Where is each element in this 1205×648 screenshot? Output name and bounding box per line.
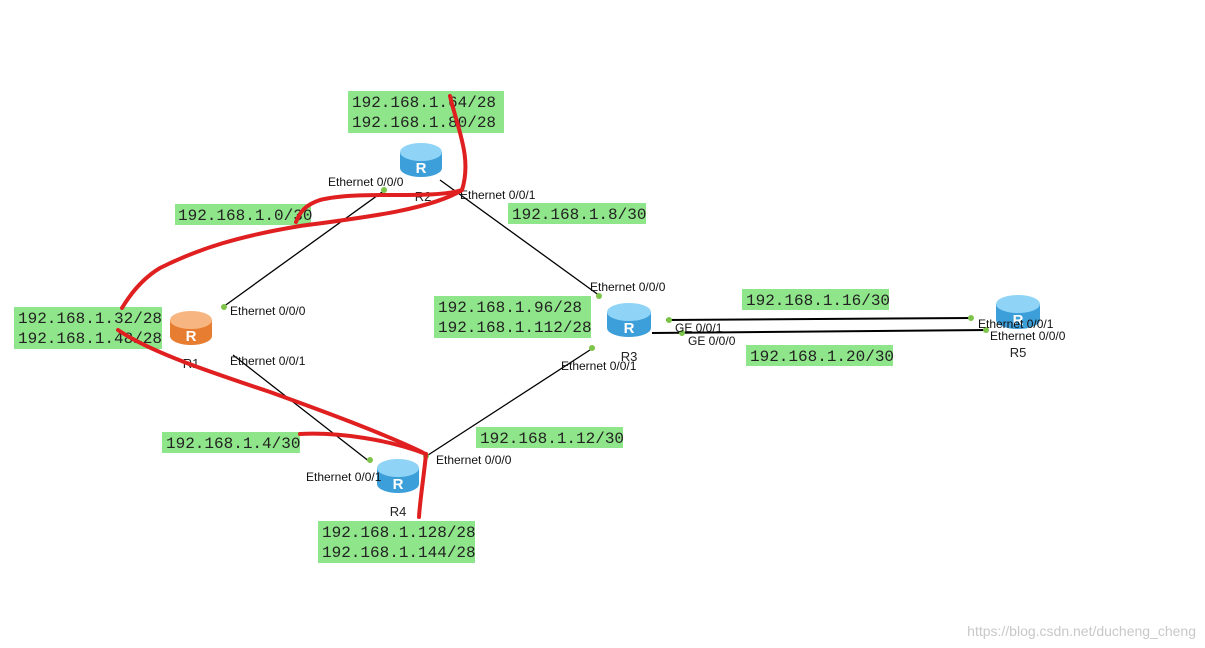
router-name: R5: [1010, 345, 1027, 360]
subnet-label: 192.168.1.16/30: [746, 292, 890, 310]
router-icon: R: [607, 303, 651, 337]
router-r1[interactable]: R R1: [170, 311, 212, 371]
router-icon: R: [377, 459, 419, 493]
port-dot: [983, 327, 989, 333]
subnet-label-bg: [742, 289, 889, 310]
subnet-label: 192.168.1.8/30: [512, 206, 646, 224]
red-stroke-r2-loop: [294, 94, 468, 224]
router-r2[interactable]: R R2: [400, 143, 442, 204]
port-label: Ethernet 0/0/1: [460, 188, 536, 202]
subnet-label: 192.168.1.20/30: [750, 348, 894, 366]
port-dot: [968, 315, 974, 321]
router-name: R4: [390, 504, 407, 519]
port-label: Ethernet 0/0/1: [978, 317, 1054, 331]
svg-text:R: R: [416, 160, 427, 177]
router-icon: R: [400, 143, 442, 177]
red-annotation-strokes: [116, 94, 468, 519]
port-dot: [679, 330, 685, 336]
svg-text:R: R: [186, 328, 197, 345]
link-r1-r2: [222, 189, 386, 308]
subnet-label-bg: [746, 345, 893, 366]
port-dot: [589, 345, 595, 351]
subnet-label-bg: [434, 296, 591, 338]
watermark: https://blog.csdn.net/ducheng_cheng: [967, 623, 1196, 639]
port-dot: [381, 187, 387, 193]
router-name: R3: [621, 349, 638, 364]
subnet-label: 192.168.1.4/30: [166, 435, 300, 453]
subnet-label: 192.168.1.0/30: [178, 207, 312, 225]
subnet-label: 192.168.1.12/30: [480, 430, 624, 448]
subnet-label-bg: [508, 203, 646, 224]
port-dot: [596, 293, 602, 299]
link-r1-r4: [232, 354, 371, 463]
subnet-label-bg: [318, 521, 475, 563]
router-r4[interactable]: R R4: [377, 459, 419, 519]
port-dot: [367, 457, 373, 463]
port-label: Ethernet 0/0/0: [436, 453, 512, 467]
link-r2-r3: [439, 179, 601, 297]
subnet-label: 192.168.1.96/28: [438, 299, 582, 317]
port-label: Ethernet 0/0/0: [230, 304, 306, 318]
port-dot: [221, 304, 227, 310]
router-icon: R: [170, 311, 212, 345]
link-r4-r3: [424, 347, 594, 458]
port-dot: [666, 317, 672, 323]
subnet-label-bg: [348, 91, 504, 133]
port-label: Ethernet 0/0/0: [328, 175, 404, 189]
router-r5[interactable]: R R5: [996, 295, 1040, 360]
port-labels: Ethernet 0/0/0 Ethernet 0/0/1 Ethernet 0…: [230, 175, 1066, 484]
subnet-label: 192.168.1.48/28: [18, 330, 162, 348]
red-stroke-r1-r2: [120, 188, 464, 310]
subnet-label: 192.168.1.32/28: [18, 310, 162, 328]
port-label: Ethernet 0/0/0: [590, 280, 666, 294]
subnet-label-bg: [476, 427, 623, 448]
svg-text:R: R: [624, 320, 635, 337]
router-r3[interactable]: R R3: [607, 303, 651, 364]
port-label: Ethernet 0/0/1: [561, 359, 637, 373]
red-stroke-r4-down: [417, 452, 428, 519]
link-r3-r5-ge001: [665, 317, 973, 321]
link-r3-r5-ge000: [651, 329, 989, 334]
red-stroke-r1-r4: [116, 328, 424, 454]
port-label: Ethernet 0/0/1: [306, 470, 382, 484]
links: [222, 179, 989, 463]
port-label: GE 0/0/0: [688, 334, 736, 348]
svg-text:R: R: [1013, 312, 1024, 329]
red-stroke-r4-link: [298, 431, 428, 456]
subnet-labels: 192.168.1.64/28 192.168.1.80/28 192.168.…: [14, 91, 894, 563]
subnet-label-bg: [175, 204, 311, 225]
subnet-label: 192.168.1.80/28: [352, 114, 496, 132]
subnet-label: 192.168.1.64/28: [352, 94, 496, 112]
port-dots: [221, 187, 989, 463]
port-label: GE 0/0/1: [675, 321, 723, 335]
router-icon: R: [996, 295, 1040, 329]
port-label: Ethernet 0/0/0: [990, 329, 1066, 343]
subnet-label: 192.168.1.128/28: [322, 524, 476, 542]
port-label: Ethernet 0/0/1: [230, 354, 306, 368]
subnet-label: 192.168.1.144/28: [322, 544, 476, 562]
svg-text:R: R: [393, 476, 404, 493]
subnet-label-bg: [162, 432, 300, 453]
subnet-label: 192.168.1.112/28: [438, 319, 592, 337]
